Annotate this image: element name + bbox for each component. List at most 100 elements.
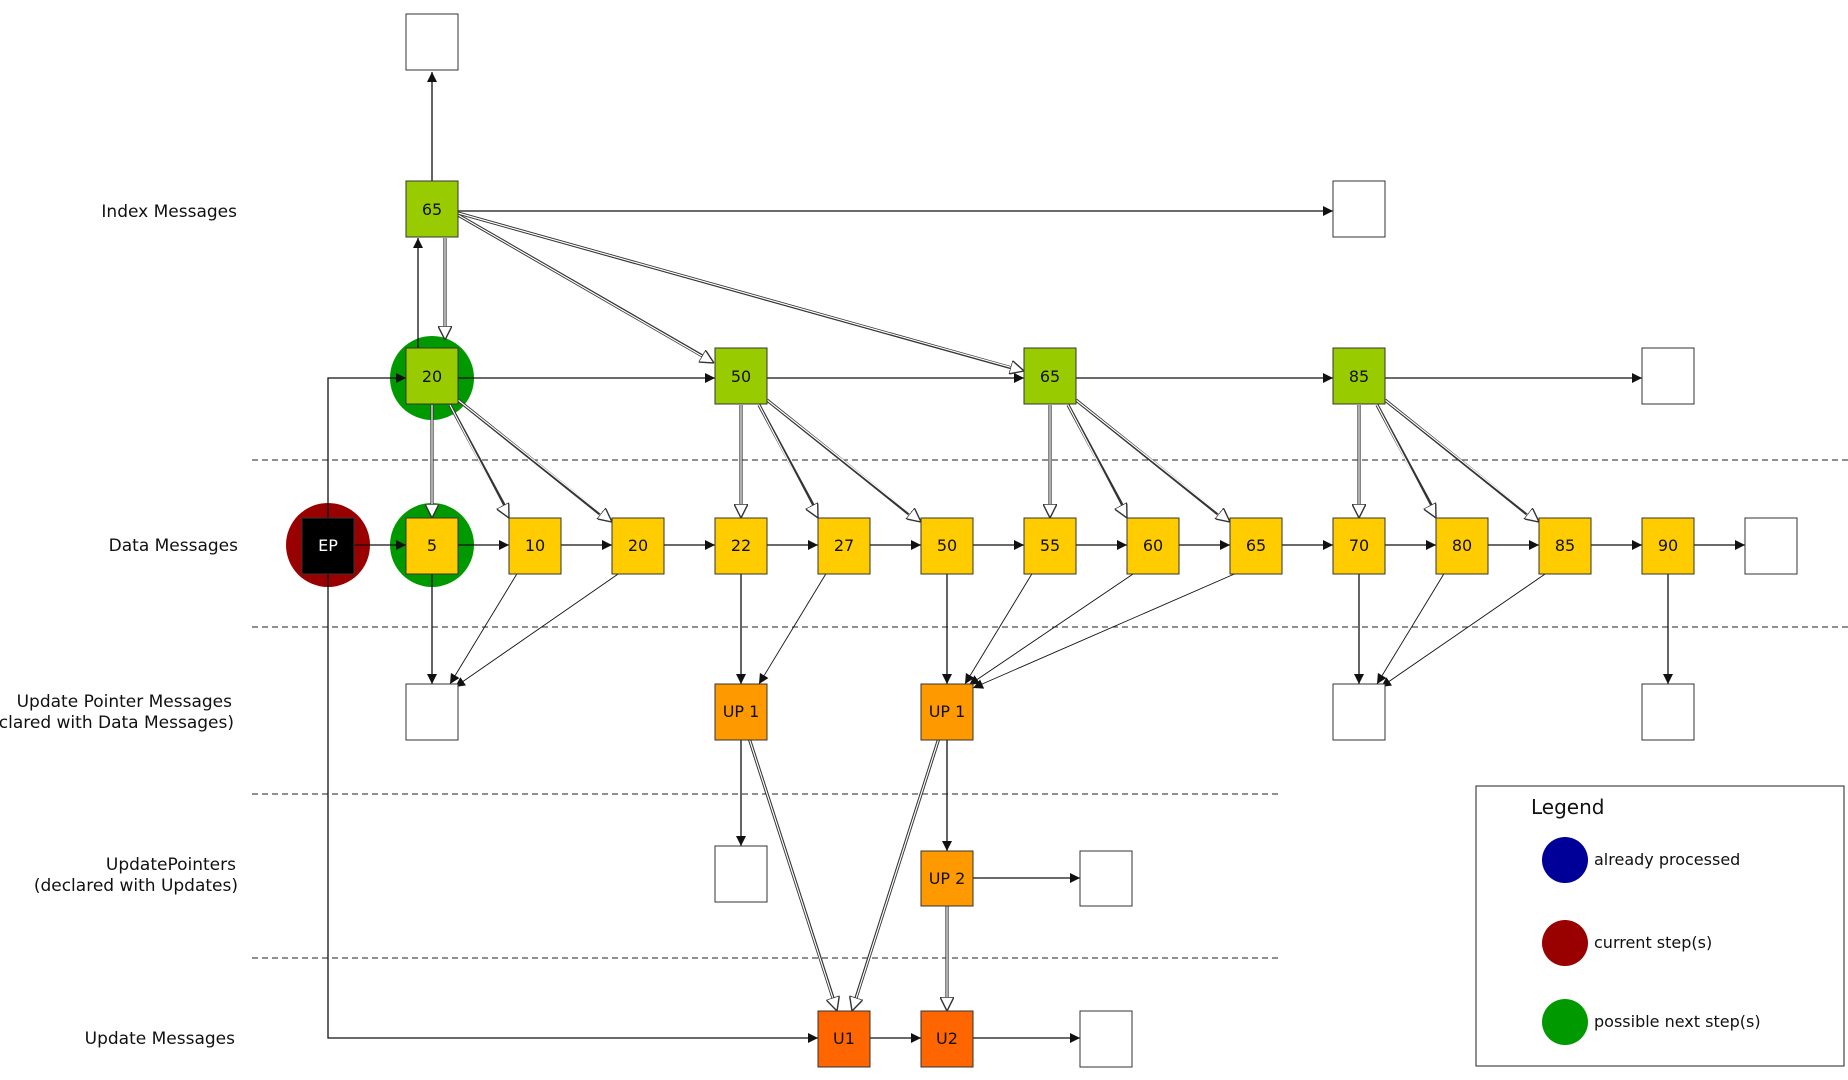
edge — [1075, 399, 1230, 522]
row-labels: Index Messages Data Messages Update Poin… — [0, 202, 238, 1049]
edge — [766, 399, 921, 522]
edge — [1376, 404, 1436, 518]
edge — [449, 571, 519, 685]
node-index-20 — [405, 347, 459, 405]
legend-label-current-step: current step(s) — [1594, 933, 1712, 952]
node-label: 5 — [427, 536, 437, 555]
edge — [1067, 404, 1127, 518]
node-data-10 — [508, 517, 562, 575]
index-edges — [430, 211, 1529, 999]
edge — [758, 571, 828, 685]
node-index-65b — [1023, 347, 1077, 405]
node-data-90 — [1641, 517, 1695, 575]
node-data-50 — [920, 517, 974, 575]
edge — [327, 373, 406, 518]
row-separators — [252, 459, 1848, 959]
legend: Legend already processed current step(s)… — [1475, 785, 1845, 1067]
node-entry-point — [301, 517, 355, 575]
node-label: 27 — [834, 536, 854, 555]
edge — [457, 212, 1024, 371]
legend-swatch-possible-next — [1542, 999, 1588, 1045]
edge — [758, 404, 818, 518]
node-empty — [714, 845, 768, 903]
solid-edges — [327, 72, 1745, 1043]
legend-label-already-processed: already processed — [1594, 850, 1740, 869]
node-update-u2 — [920, 1010, 974, 1068]
node-index-65 — [405, 180, 459, 238]
node-empty — [1332, 683, 1386, 741]
node-label: 80 — [1452, 536, 1472, 555]
legend-swatch-already-processed — [1542, 837, 1588, 883]
node-data-80 — [1435, 517, 1489, 575]
node-data-60 — [1126, 517, 1180, 575]
node-label: 50 — [731, 367, 751, 386]
node-empty — [405, 683, 459, 741]
nodes — [301, 13, 1798, 1068]
node-label: 85 — [1555, 536, 1575, 555]
row-label-data: Data Messages — [109, 536, 239, 556]
node-label: 65 — [1040, 367, 1060, 386]
node-empty — [1079, 850, 1133, 907]
edge — [964, 571, 1034, 685]
node-label: 50 — [937, 536, 957, 555]
node-index-50 — [714, 347, 768, 405]
node-empty — [1641, 347, 1695, 405]
row-label-update-pointers: UpdatePointers — [106, 855, 236, 875]
node-label: EP — [318, 536, 338, 555]
edge — [1384, 399, 1539, 522]
node-update-u1 — [817, 1010, 871, 1068]
node-label: 20 — [628, 536, 648, 555]
node-data-20 — [611, 517, 665, 575]
index-edges-inner — [432, 212, 1539, 1011]
edge — [454, 571, 622, 688]
edge — [1380, 571, 1549, 688]
node-data-5 — [405, 517, 459, 575]
node-update-pointer-a — [714, 683, 768, 741]
node-label: UP 1 — [929, 702, 966, 721]
node-data-55 — [1023, 517, 1077, 575]
edge — [972, 571, 1240, 689]
node-label: U1 — [833, 1029, 855, 1048]
edge — [327, 572, 818, 1043]
node-data-27 — [817, 517, 871, 575]
node-labels: 65 20 50 65 85 EP 5 10 20 22 27 50 55 60… — [318, 200, 1678, 1048]
node-label: 22 — [731, 536, 751, 555]
legend-box — [1475, 785, 1845, 1067]
node-index-85 — [1332, 347, 1386, 405]
row-label-update-pointer-note: (declared with Data Messages) — [0, 713, 234, 733]
edge — [852, 737, 940, 1011]
edge — [457, 214, 714, 363]
node-empty — [1332, 180, 1386, 238]
edge — [1376, 571, 1446, 685]
node-label: 90 — [1658, 536, 1678, 555]
node-empty — [1079, 1010, 1133, 1068]
edge — [748, 737, 837, 1011]
legend-swatch-current-step — [1542, 920, 1588, 966]
node-label: 60 — [1143, 536, 1163, 555]
node-data-70 — [1332, 517, 1386, 575]
row-label-update-pointer: Update Pointer Messages — [17, 692, 233, 712]
node-label: U2 — [936, 1029, 958, 1048]
node-label: 65 — [422, 200, 442, 219]
node-label: UP 1 — [723, 702, 760, 721]
node-data-85 — [1538, 517, 1592, 575]
node-label: 70 — [1349, 536, 1369, 555]
node-data-22 — [714, 517, 768, 575]
node-data-65 — [1229, 517, 1283, 575]
node-label: 10 — [525, 536, 545, 555]
node-empty — [405, 13, 459, 71]
row-label-index: Index Messages — [101, 202, 237, 222]
node-label: 55 — [1040, 536, 1060, 555]
row-label-update-pointers-note: (declared with Updates) — [34, 876, 238, 896]
legend-title: Legend — [1531, 795, 1604, 819]
edge — [968, 571, 1137, 686]
node-update-pointer-b — [920, 683, 974, 741]
node-update-pointer-2 — [920, 850, 974, 907]
edge — [457, 399, 612, 522]
node-label: 85 — [1349, 367, 1369, 386]
node-label: UP 2 — [929, 869, 966, 888]
node-label: 20 — [422, 367, 442, 386]
legend-label-possible-next: possible next step(s) — [1594, 1012, 1761, 1031]
node-label: 65 — [1246, 536, 1266, 555]
